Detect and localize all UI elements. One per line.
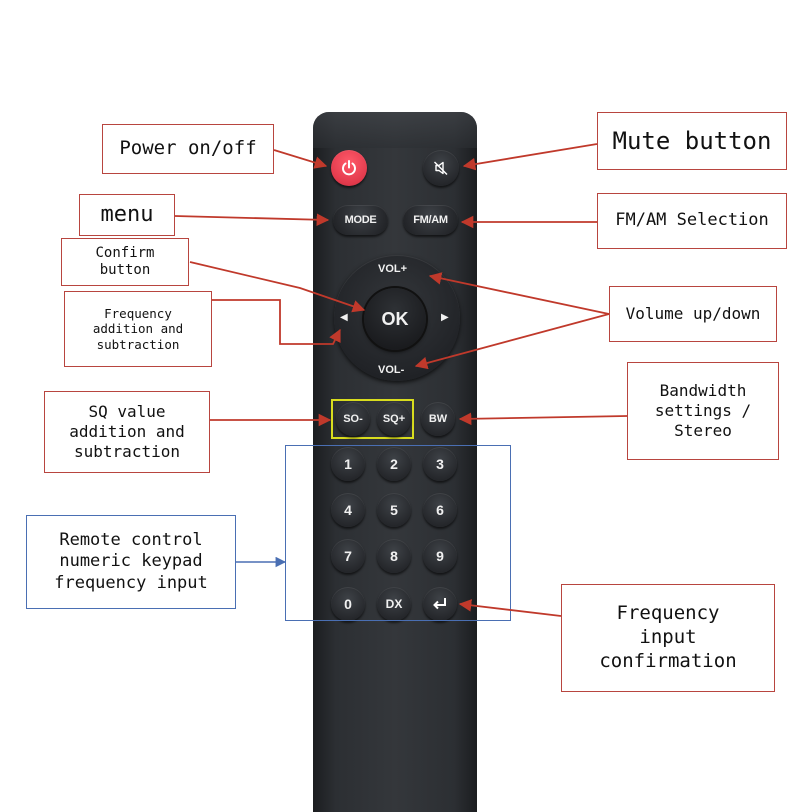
- digit-label: 4: [344, 502, 352, 518]
- fm-am-button[interactable]: FM/AM: [403, 205, 458, 235]
- power-icon: [342, 160, 356, 176]
- digit-7-button[interactable]: 7: [331, 539, 365, 573]
- digit-label: 9: [436, 548, 444, 564]
- sq-minus-label: SO-: [343, 413, 363, 425]
- dx-label: DX: [385, 597, 403, 611]
- digit-1-button[interactable]: 1: [331, 447, 365, 481]
- return-arrow-icon: [433, 598, 446, 610]
- digit-8-button[interactable]: 8: [377, 539, 411, 573]
- label-volume: Volume up/down: [609, 286, 777, 342]
- label-power: Power on/off: [102, 124, 274, 174]
- sq-plus-label: SQ+: [382, 413, 406, 425]
- digit-label: 2: [390, 456, 398, 472]
- sq-minus-button[interactable]: SO-: [336, 402, 370, 436]
- speaker-muted-icon: [434, 161, 448, 175]
- mode-button-label: MODE: [344, 214, 377, 226]
- remote-top-highlight: [313, 112, 477, 148]
- label-sq-value: SQ value addition and subtraction: [44, 391, 210, 473]
- bw-label: BW: [428, 413, 448, 425]
- label-menu: menu: [79, 194, 175, 236]
- digit-label: 0: [344, 596, 352, 612]
- digit-label: 8: [390, 548, 398, 564]
- sq-plus-button[interactable]: SQ+: [377, 402, 411, 436]
- label-mute: Mute button: [597, 112, 787, 170]
- arrow-menu: [174, 213, 330, 227]
- fm-am-button-label: FM/AM: [413, 214, 448, 226]
- digit-label: 6: [436, 502, 444, 518]
- ok-button[interactable]: OK: [364, 288, 426, 350]
- mode-button[interactable]: MODE: [333, 205, 388, 235]
- digit-5-button[interactable]: 5: [377, 493, 411, 527]
- ok-button-label: OK: [381, 308, 409, 329]
- digit-9-button[interactable]: 9: [423, 539, 457, 573]
- label-fm-am: FM/AM Selection: [597, 193, 787, 249]
- sq-highlight-frame: [331, 399, 414, 439]
- left-arrow-icon[interactable]: ◀: [340, 312, 348, 323]
- arrow-bandwidth: [458, 412, 628, 426]
- enter-button[interactable]: [423, 587, 457, 621]
- label-frequency-add-sub: Frequency addition and subtraction: [64, 291, 212, 367]
- digit-4-button[interactable]: 4: [331, 493, 365, 527]
- power-button[interactable]: [331, 150, 367, 186]
- dx-button[interactable]: DX: [377, 587, 411, 621]
- arrow-mute: [462, 143, 598, 171]
- digit-label: 1: [344, 456, 352, 472]
- label-bandwidth: Bandwidth settings / Stereo: [627, 362, 779, 460]
- digit-label: 3: [436, 456, 444, 472]
- vol-minus-label[interactable]: VOL-: [378, 364, 405, 376]
- digit-label: 7: [344, 548, 352, 564]
- keypad-highlight-frame: [285, 445, 511, 621]
- label-confirm: Confirm button: [61, 238, 189, 286]
- label-frequency-confirmation: Frequency input confirmation: [561, 584, 775, 692]
- digit-6-button[interactable]: 6: [423, 493, 457, 527]
- mute-button[interactable]: [423, 150, 459, 186]
- digit-0-button[interactable]: 0: [331, 587, 365, 621]
- bw-button[interactable]: BW: [421, 402, 455, 436]
- label-keypad: Remote control numeric keypad frequency …: [26, 515, 236, 609]
- digit-label: 5: [390, 502, 398, 518]
- vol-plus-label[interactable]: VOL+: [378, 263, 408, 275]
- digit-3-button[interactable]: 3: [423, 447, 457, 481]
- right-arrow-icon[interactable]: ▶: [441, 312, 449, 323]
- digit-2-button[interactable]: 2: [377, 447, 411, 481]
